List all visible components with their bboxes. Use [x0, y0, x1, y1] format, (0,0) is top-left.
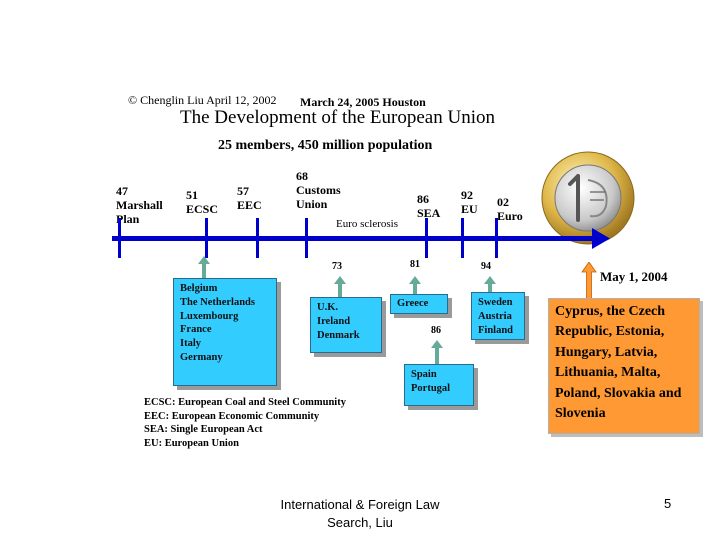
country: Ireland [317, 315, 351, 327]
legend-item: ECSC: European Coal and Steel Community [144, 397, 346, 408]
event-1968: 68 Customs Union [296, 169, 341, 211]
country: Luxembourg [180, 310, 239, 322]
event-label: Customs [296, 183, 341, 197]
enlargement-date: May 1, 2004 [600, 269, 668, 284]
timeline [112, 218, 610, 258]
timeline-line [112, 236, 596, 241]
footer-line: International & Foreign Law [280, 497, 440, 512]
event-1957: 57 EEC [237, 184, 262, 212]
year-86: 86 [431, 325, 441, 336]
timeline-tick [305, 218, 308, 258]
event-label: EEC [237, 198, 262, 212]
event-label: SEA [417, 206, 441, 220]
arrow-up-icon [431, 340, 443, 364]
event-label: Plan [116, 212, 140, 226]
country: France [180, 324, 212, 336]
timeline-tick [495, 218, 498, 258]
timeline-tick [461, 218, 464, 258]
event-year: 68 [296, 169, 308, 183]
arrow-up-icon [409, 276, 421, 294]
legend-item: SEA: Single European Act [144, 424, 263, 435]
event-year: 86 [417, 192, 429, 206]
country: Italy [180, 338, 201, 350]
timeline-arrowhead [592, 228, 610, 249]
greece-box: Greece [390, 294, 448, 314]
country: Greece [397, 298, 429, 309]
country: Spain [411, 369, 437, 380]
footer-line: Search, Liu [327, 515, 393, 530]
year-94: 94 [481, 261, 491, 272]
country: Belgium [180, 283, 218, 294]
date-place-text: March 24, 2005 Houston [300, 95, 426, 109]
event-2002: 02 Euro [497, 195, 523, 223]
event-1951: 51 ECSC [186, 188, 218, 216]
sweden-box: Sweden Austria Finland [471, 292, 525, 340]
event-year: 02 [497, 195, 509, 209]
event-label: ECSC [186, 202, 219, 216]
country: Sweden [478, 297, 513, 308]
enlargement-2004-box: Cyprus, the Czech Republic, Estonia, Hun… [548, 298, 700, 434]
timeline-tick [256, 218, 259, 258]
uk-box: U.K. Ireland Denmark [310, 297, 382, 353]
event-1992: 92 EU [461, 188, 478, 216]
legend-item: EU: European Union [144, 437, 239, 449]
slide-subtitle: 25 members, 450 million population [218, 138, 433, 153]
euro-coin-image [541, 151, 635, 245]
event-label: EU [461, 202, 478, 216]
event-1986: 86 SEA [417, 192, 440, 220]
copyright-text: © Chenglin Liu April 12, 2002 [128, 93, 277, 107]
country: The Netherlands [180, 296, 255, 308]
footer-text: International & Foreign Law Search, Liu [250, 496, 470, 532]
event-1947: 47 Marshall Plan [116, 184, 163, 226]
event-year: 92 [461, 188, 473, 202]
legend-item: EEC: European Economic Community [144, 410, 320, 422]
event-year: 47 [116, 184, 128, 198]
eurosclerosis-label: Euro sclerosis [336, 218, 399, 230]
page-number: 5 [664, 496, 672, 511]
arrow-up-icon [581, 262, 597, 300]
event-year: 57 [237, 184, 249, 198]
arrow-up-icon [484, 276, 496, 294]
country: U.K. [317, 302, 338, 313]
event-label: Euro [497, 209, 523, 223]
founders-box: Belgium The Netherlands Luxembourg Franc… [173, 278, 277, 386]
year-73: 73 [332, 261, 342, 272]
timeline-tick [118, 218, 121, 258]
country: Denmark [317, 329, 360, 341]
country: Austria [478, 310, 512, 322]
slide-title: The Development of the European Union [180, 107, 495, 128]
spain-box: Spain Portugal [404, 364, 474, 406]
abbreviation-legend: ECSC: European Coal and Steel Community … [144, 396, 346, 450]
year-81: 81 [410, 259, 420, 270]
country: Germany [180, 351, 223, 363]
arrow-up-icon [334, 276, 346, 298]
country: Finland [478, 324, 514, 336]
event-label: Marshall [116, 198, 163, 212]
arrow-up-icon [198, 256, 210, 278]
event-year: 51 [186, 188, 198, 202]
event-label: Union [296, 197, 328, 211]
timeline-tick [425, 218, 428, 258]
timeline-tick [205, 218, 208, 258]
country: Portugal [411, 382, 451, 394]
